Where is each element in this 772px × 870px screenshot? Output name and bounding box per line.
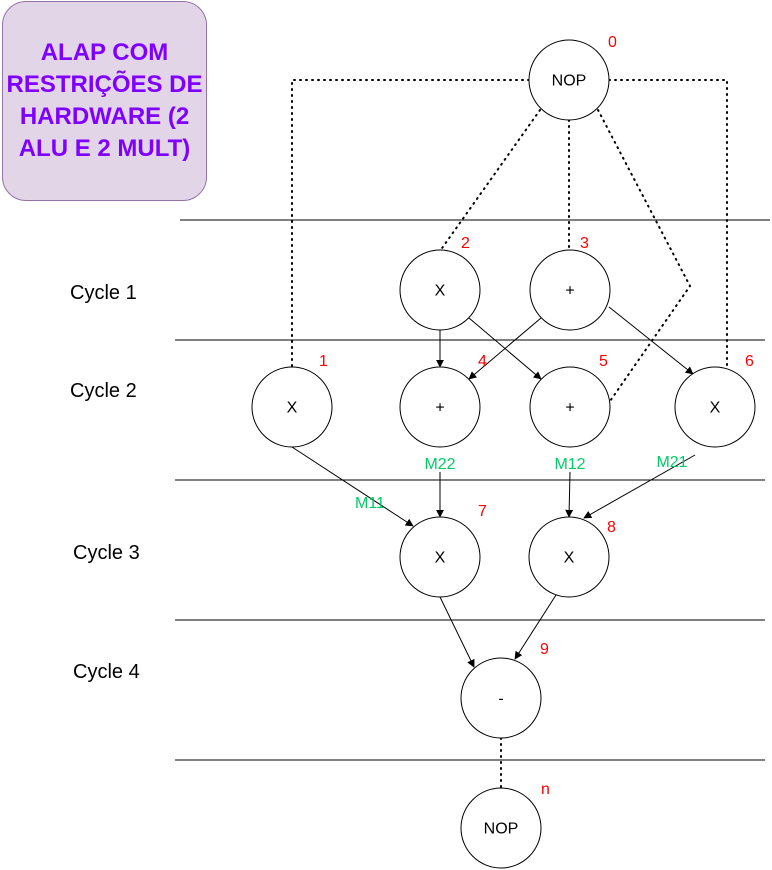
node-1-number: 1: [319, 353, 328, 370]
node-1-label: X: [287, 400, 298, 417]
edge-label-m21: M21: [656, 454, 687, 471]
node-3-number: 3: [580, 235, 589, 252]
edge-0-5: [597, 109, 692, 405]
edge-label-m11: M11: [355, 495, 385, 512]
edge-3-6: [608, 306, 694, 375]
cycle-label-3: Cycle 3: [73, 542, 140, 564]
node-9-label: -: [498, 691, 503, 708]
node-8: [528, 516, 610, 598]
edge-0-1: [291, 79, 530, 368]
cycle-label-2: Cycle 2: [70, 380, 137, 402]
dotted-edges: [291, 79, 728, 789]
node-4-label: +: [435, 400, 444, 417]
node-n-number: n: [541, 781, 550, 798]
edge-7-9: [439, 596, 475, 668]
cycle-label-1: Cycle 1: [70, 282, 137, 304]
edge-1-7: [291, 446, 414, 527]
node-5-label: +: [565, 400, 574, 417]
edge-5-8: [565, 471, 574, 518]
diagram-title-text: ALAP COM RESTRIÇÕES DE HARDWARE (2 ALU E…: [6, 39, 203, 162]
node-7: [399, 516, 481, 598]
solid-edges: [291, 306, 696, 668]
node-6: [674, 366, 756, 448]
node-4: [399, 366, 481, 448]
node-7-number: 7: [478, 503, 487, 520]
node-0: [528, 39, 610, 121]
nodes: [251, 39, 756, 869]
node-6-number: 6: [745, 353, 754, 370]
edge-3-4: [468, 317, 542, 380]
edge-label-m22: M22: [424, 456, 455, 473]
node-6-label: X: [710, 400, 721, 417]
node-0-number: 0: [608, 34, 617, 51]
edge-0-2: [439, 109, 541, 252]
node-9: [460, 657, 542, 739]
node-n-label: NOP: [484, 821, 519, 838]
node-3-label: +: [565, 283, 574, 300]
node-0-label: NOP: [552, 73, 587, 90]
edge-label-m12: M12: [554, 456, 585, 473]
node-7-label: X: [435, 550, 446, 567]
node-1: [251, 366, 333, 448]
node-2-number: 2: [461, 235, 470, 252]
edge-0-6: [608, 79, 728, 368]
node-5-number: 5: [599, 353, 608, 370]
edge-8-9: [514, 594, 557, 660]
node-5: [529, 366, 611, 448]
node-4-number: 4: [478, 353, 487, 370]
cycle-separators: [175, 219, 770, 761]
node-2: [399, 249, 481, 331]
node-n: [460, 787, 542, 869]
diagram-title: ALAP COM RESTRIÇÕES DE HARDWARE (2 ALU E…: [2, 1, 207, 201]
node-8-number: 8: [607, 519, 616, 536]
node-8-label: X: [564, 550, 575, 567]
node-3: [529, 249, 611, 331]
cycle-label-4: Cycle 4: [73, 661, 140, 683]
node-2-label: X: [435, 283, 446, 300]
edge-6-8: [583, 454, 696, 519]
node-9-number: 9: [540, 641, 549, 658]
